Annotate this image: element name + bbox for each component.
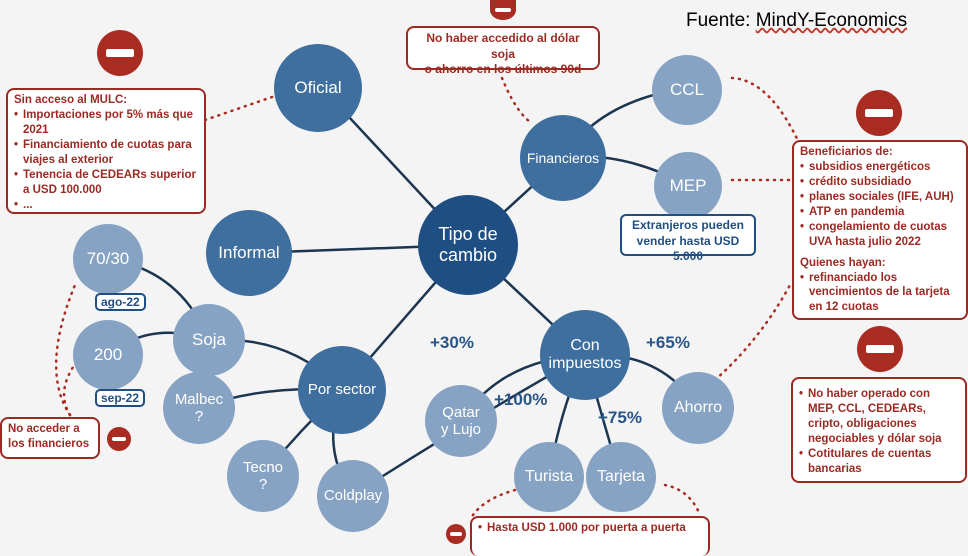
list-item: ... — [14, 198, 198, 213]
box-title: Sin acceso al MULC: — [14, 94, 128, 106]
box-sin-acceso-mulc: Sin acceso al MULC: Importaciones por 5%… — [6, 88, 206, 214]
node-informal: Informal — [206, 210, 292, 296]
box-beneficiarios: Beneficiarios de: subsidios energéticos … — [792, 140, 968, 320]
pct-30: +30% — [430, 333, 474, 352]
pct-65: +65% — [646, 333, 690, 352]
dotted-dolarsoja — [500, 76, 532, 124]
minus-icon-dolar-soja — [490, 0, 516, 20]
minus-icon-mulc — [97, 30, 143, 76]
list-item: planes sociales (IFE, AUH) — [800, 190, 960, 205]
list-item: congelamiento de cuotas UVA hasta julio … — [800, 220, 960, 250]
node-tecno: Tecno ? — [227, 440, 299, 512]
list-item: refinanciado los vencimientos de la tarj… — [800, 271, 960, 316]
node-soja-7030: 70/30 — [73, 224, 143, 294]
box-list: Hasta USD 1.000 por puerta a puerta — [478, 521, 702, 536]
list-item: Cotitulares de cuentas bancarias — [799, 447, 959, 477]
dotted-nofinancieros-1 — [55, 283, 77, 417]
list-item: Tenencia de CEDEARs superior a USD 100.0… — [14, 168, 198, 198]
node-oficial: Oficial — [274, 44, 362, 132]
dotted-ahorro — [713, 283, 792, 382]
minus-icon-beneficiarios — [856, 90, 902, 136]
mind-map-canvas: Fuente: MindY-Economics Tipo de cambio O… — [0, 0, 968, 541]
box-puerta-a-puerta: Hasta USD 1.000 por puerta a puerta — [470, 516, 710, 556]
node-malbec: Malbec ? — [163, 372, 235, 444]
box-title: Beneficiarios de: — [800, 146, 893, 158]
box-list-2: refinanciado los vencimientos de la tarj… — [800, 271, 960, 316]
box-list: subsidios energéticos crédito subsidiado… — [800, 160, 960, 250]
node-qatar: Qatar y Lujo — [425, 385, 497, 457]
list-item: Hasta USD 1.000 por puerta a puerta — [478, 521, 702, 536]
box-extranjeros: Extranjeros pueden vender hasta USD 5.00… — [620, 214, 756, 263]
list-item: crédito subsidiado — [800, 175, 960, 190]
box-list: Importaciones por 5% más que 2021 Financ… — [14, 108, 198, 213]
box-list: No haber operado con MEP, CCL, CEDEARs, … — [799, 387, 959, 477]
node-coldplay: Coldplay — [317, 460, 389, 532]
node-turista: Turista — [514, 442, 584, 512]
box-no-financieros: No acceder a los financieros — [0, 417, 100, 459]
list-item: Importaciones por 5% más que 2021 — [14, 108, 198, 138]
pct-100: +100% — [494, 390, 548, 409]
box-subtitle: Quienes hayan: — [800, 256, 886, 269]
minus-icon-ahorro — [857, 326, 903, 372]
list-item: ATP en pandemia — [800, 205, 960, 220]
node-tarjeta: Tarjeta — [586, 442, 656, 512]
node-por-sector: Por sector — [298, 346, 386, 434]
source-name: MindY-Economics — [755, 10, 908, 31]
node-mep: MEP — [654, 152, 722, 220]
box-ahorro-requisitos: No haber operado con MEP, CCL, CEDEARs, … — [791, 377, 967, 483]
source-prefix: Fuente: — [686, 10, 756, 31]
dotted-ccl — [730, 76, 802, 147]
node-ccl: CCL — [652, 55, 722, 125]
dotted-mulc — [203, 93, 280, 122]
node-financieros: Financieros — [520, 115, 606, 201]
dotted-tarjeta — [663, 483, 702, 517]
list-item: No haber operado con MEP, CCL, CEDEARs, … — [799, 387, 959, 447]
node-tipo-de-cambio: Tipo de cambio — [418, 195, 518, 295]
box-dolar-soja: No haber accedido al dólar soja o ahorro… — [406, 26, 600, 76]
minus-icon-puerta — [446, 524, 466, 544]
source-label: Fuente: MindY-Economics — [686, 10, 907, 32]
tag-ago-22: ago-22 — [95, 293, 146, 311]
node-soja-200: 200 — [73, 320, 143, 390]
list-item: Financiamiento de cuotas para viajes al … — [14, 138, 198, 168]
node-ahorro: Ahorro — [662, 372, 734, 444]
dotted-nofinancieros-2 — [62, 358, 80, 417]
list-item: subsidios energéticos — [800, 160, 960, 175]
minus-icon-no-financieros — [107, 427, 131, 451]
node-soja: Soja — [173, 304, 245, 376]
node-con-impuestos: Con impuestos — [540, 310, 630, 400]
pct-75: +75% — [598, 408, 642, 427]
tag-sep-22: sep-22 — [95, 389, 146, 407]
